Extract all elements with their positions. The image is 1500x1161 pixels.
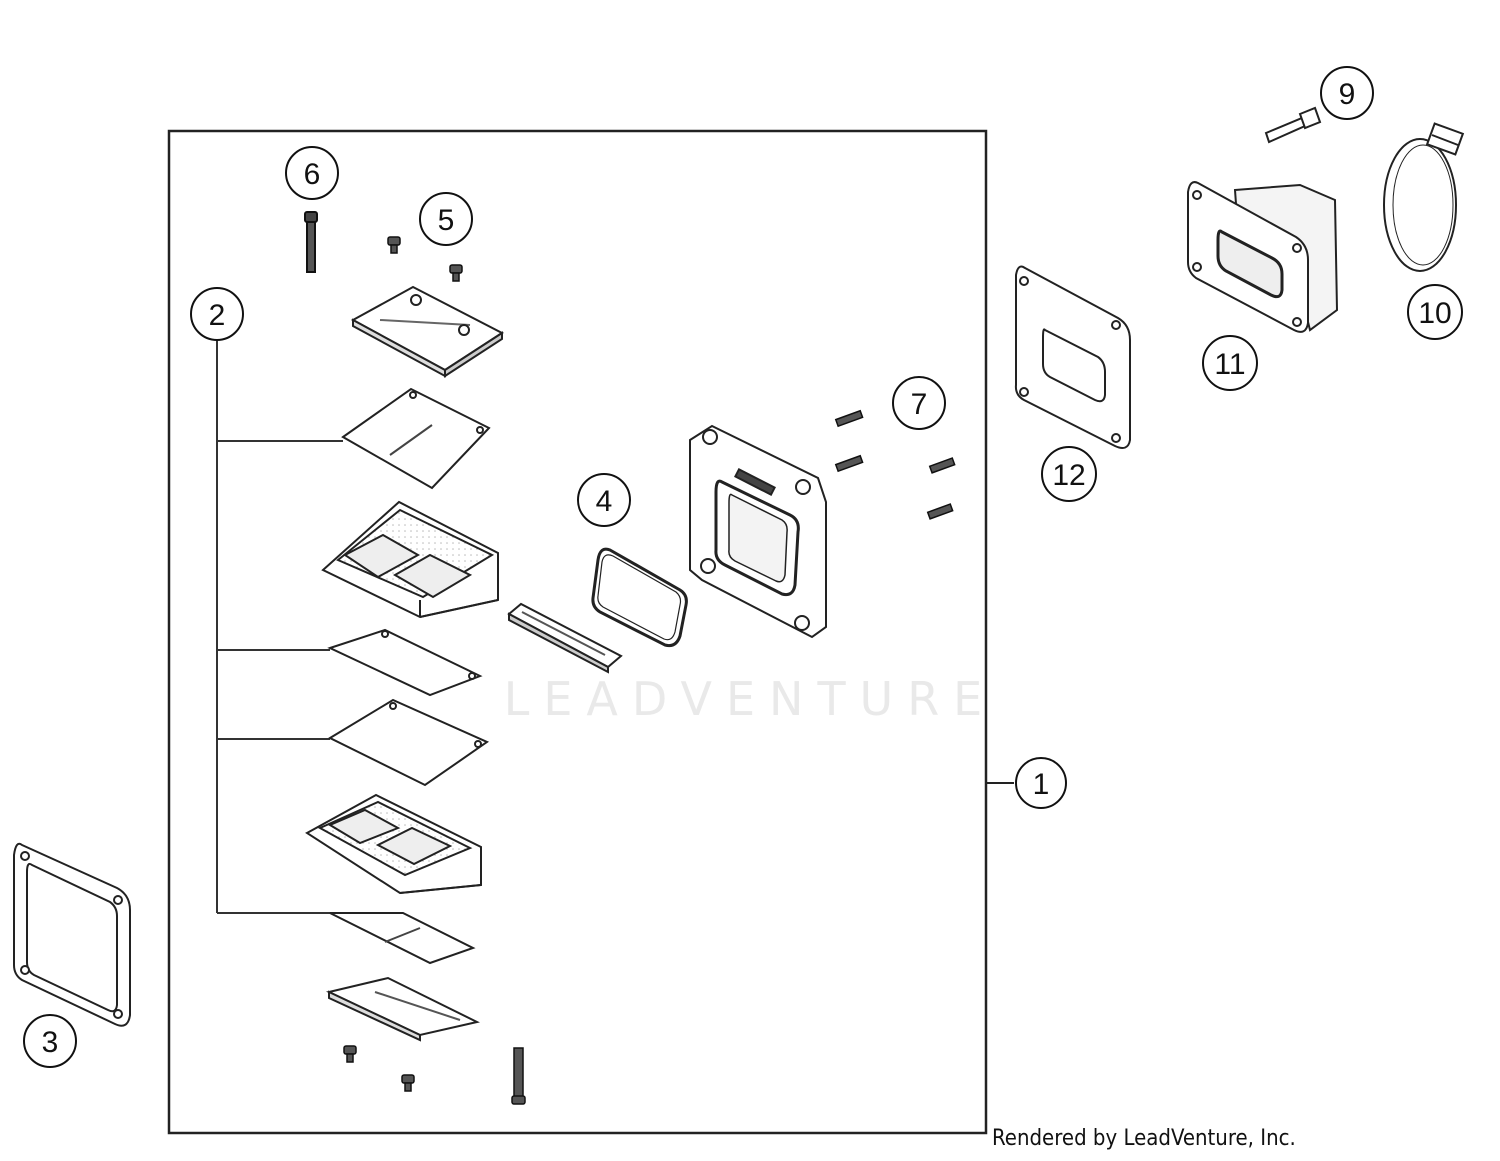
render-credit: Rendered by LeadVenture, Inc. <box>992 1126 1296 1151</box>
reed-petal-2 <box>327 628 483 697</box>
svg-text:9: 9 <box>1339 78 1356 111</box>
svg-text:3: 3 <box>42 1026 59 1059</box>
screw-6 <box>304 211 318 273</box>
svg-text:4: 4 <box>596 485 613 518</box>
callout-3: 3 <box>23 1014 77 1068</box>
svg-text:2: 2 <box>209 299 226 332</box>
reed-petal-4 <box>329 912 476 965</box>
svg-text:11: 11 <box>1214 348 1245 381</box>
callout-12: 12 <box>1041 446 1097 502</box>
callout-11: 11 <box>1202 335 1258 391</box>
hose-clamp-10 <box>1383 122 1465 272</box>
spacer-bar <box>507 602 623 674</box>
callout-5: 5 <box>419 192 473 246</box>
watermark-text: LEADVENTURE <box>503 672 997 726</box>
reed-petal-1 <box>341 387 491 490</box>
callout-1: 1 <box>1015 757 1067 809</box>
bracket-2 <box>216 340 343 914</box>
reed-cage-flange <box>689 424 827 639</box>
intake-flange-11 <box>1187 181 1339 333</box>
svg-text:6: 6 <box>304 158 321 191</box>
callout-2: 2 <box>190 287 244 341</box>
kit-frame <box>167 129 988 1135</box>
svg-text:5: 5 <box>438 204 455 237</box>
callout-6: 6 <box>285 146 339 200</box>
gasket-12 <box>1014 265 1131 449</box>
screws-5 <box>387 236 463 282</box>
gasket-4 <box>591 547 688 648</box>
reed-block-lower <box>305 793 482 895</box>
screws-7 <box>834 409 956 520</box>
screw-9 <box>1264 106 1322 144</box>
reed-petal-3 <box>327 698 490 787</box>
callout-9: 9 <box>1320 66 1374 120</box>
screws-bottom <box>343 1045 526 1105</box>
svg-text:12: 12 <box>1052 459 1085 492</box>
reed-stop-plate-bottom <box>325 976 480 1042</box>
callout-4: 4 <box>577 473 631 527</box>
svg-text:10: 10 <box>1418 297 1451 330</box>
callout-10: 10 <box>1407 284 1463 340</box>
reed-stop-plate-top <box>350 285 504 378</box>
reed-block-top <box>321 500 499 619</box>
gasket-3 <box>13 842 131 1027</box>
svg-text:1: 1 <box>1033 768 1050 801</box>
callout-7: 7 <box>892 376 946 430</box>
svg-text:7: 7 <box>911 388 928 421</box>
